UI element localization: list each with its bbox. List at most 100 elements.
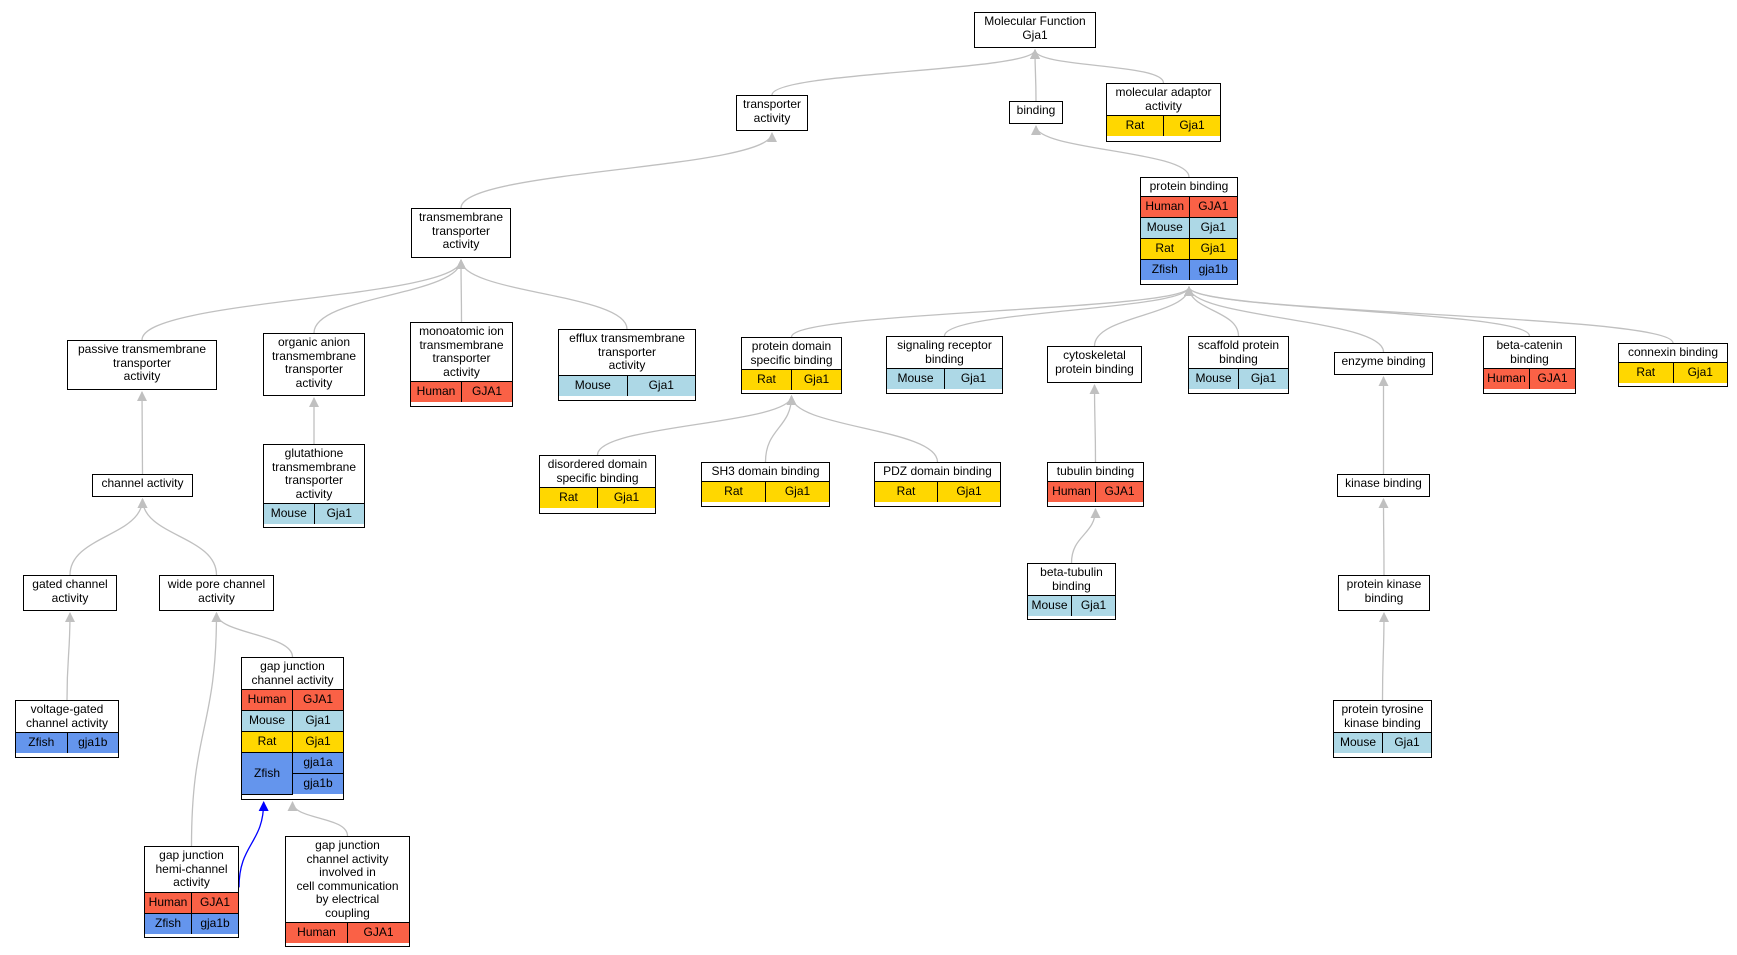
species-cell-mouse: Mouse — [887, 368, 945, 389]
term-node-monoatomic[interactable]: monoatomic ion transmembrane transporter… — [410, 322, 513, 407]
edge-disordered-to-domain — [596, 395, 797, 456]
term-node-cyto[interactable]: cytoskeletal protein binding — [1047, 346, 1142, 383]
edge-voltage-to-gated — [64, 612, 75, 701]
gene-cell[interactable]: Gja1 — [597, 487, 655, 508]
gene-cell[interactable]: Gja1 — [1382, 732, 1431, 753]
term-node-kinase[interactable]: kinase binding — [1337, 474, 1430, 497]
gene-cell[interactable]: Gja1 — [944, 368, 1002, 389]
gene-cell[interactable]: gja1b — [292, 773, 343, 794]
term-label: gap junction channel activity — [251, 659, 334, 687]
gene-cell[interactable]: GJA1 — [1529, 368, 1575, 389]
term-node-tm[interactable]: transmembrane transporter activity — [411, 208, 511, 258]
term-label: tubulin binding — [1056, 464, 1135, 478]
gene-cell[interactable]: Gja1 — [292, 731, 343, 753]
edge-binding-to-mf — [1030, 49, 1041, 102]
term-node-organic[interactable]: organic anion transmembrane transporter … — [263, 333, 365, 396]
gene-cell[interactable]: GJA1 — [292, 689, 343, 711]
gene-cell[interactable]: Gja1 — [1071, 595, 1115, 616]
gene-cell[interactable]: Gja1 — [1672, 361, 1727, 383]
term-node-glutathione[interactable]: glutathione transmembrane transporter ac… — [263, 444, 365, 528]
edge-betatub-to-tubulin — [1070, 508, 1101, 564]
term-node-passive[interactable]: passive transmembrane transporter activi… — [67, 340, 217, 390]
term-node-enzyme[interactable]: enzyme binding — [1334, 352, 1433, 375]
term-label: beta-catenin binding — [1496, 338, 1563, 366]
gene-cell[interactable]: gja1b — [1188, 258, 1237, 280]
gene-cell[interactable]: Gja1 — [1238, 368, 1288, 389]
term-label: passive transmembrane transporter activi… — [77, 342, 207, 383]
term-label: molecular adaptor activity — [1115, 85, 1212, 113]
gene-cell[interactable]: GJA1 — [1188, 195, 1237, 218]
term-node-electrical[interactable]: gap junction channel activity involved i… — [285, 836, 410, 947]
gene-cell[interactable]: Gja1 — [1163, 115, 1220, 136]
gene-cell[interactable]: Gja1 — [1188, 216, 1237, 239]
term-label: enzyme binding — [1341, 354, 1426, 368]
term-label: scaffold protein binding — [1197, 338, 1280, 366]
gene-cell[interactable]: Gja1 — [791, 369, 841, 390]
gene-cell[interactable]: GJA1 — [347, 922, 409, 943]
species-cell-mouse: Mouse — [264, 503, 315, 524]
gene-cell[interactable]: gja1b — [191, 912, 238, 934]
gene-cell[interactable]: gja1a — [292, 752, 343, 774]
term-node-transporter[interactable]: transporter activity — [736, 95, 808, 131]
term-node-widepore[interactable]: wide pore channel activity — [159, 575, 274, 611]
term-node-binding[interactable]: binding — [1009, 101, 1063, 124]
edge-signaling-to-protbind — [943, 286, 1194, 337]
gene-cell[interactable]: GJA1 — [461, 381, 512, 402]
gene-cell[interactable]: gja1b — [66, 732, 118, 753]
term-node-protkinase[interactable]: protein kinase binding — [1338, 575, 1430, 611]
term-label: SH3 domain binding — [711, 464, 820, 478]
edge-protbind-to-binding — [1031, 125, 1190, 178]
term-label: glutathione transmembrane transporter ac… — [271, 446, 357, 501]
gene-cell[interactable]: GJA1 — [191, 891, 238, 914]
gene-cell[interactable]: Gja1 — [1188, 237, 1237, 260]
gene-cell[interactable]: Gja1 — [937, 480, 1000, 502]
gene-cell[interactable]: Gja1 — [292, 710, 343, 732]
gene-cell[interactable]: Gja1 — [313, 503, 364, 524]
term-node-efflux[interactable]: efflux transmembrane transporter activit… — [558, 329, 696, 401]
species-cell-rat: Rat — [1107, 115, 1164, 136]
edge-pdz-to-domain — [786, 395, 939, 463]
term-node-gated[interactable]: gated channel activity — [23, 575, 117, 611]
species-cell-zfish: Zfish — [242, 752, 293, 795]
edge-hemi-to-gapjunction — [238, 801, 269, 888]
edge-widepore-to-channel — [137, 498, 218, 576]
term-node-mf[interactable]: Molecular Function Gja1 — [974, 12, 1096, 48]
gene-cell[interactable]: GJA1 — [1095, 480, 1143, 502]
term-node-channel[interactable]: channel activity — [92, 474, 193, 497]
gene-row: gja1b — [242, 773, 343, 794]
term-label: signaling receptor binding — [897, 338, 992, 366]
edge-organic-to-tm — [313, 259, 466, 334]
edge-enzyme-to-protbind — [1184, 286, 1385, 353]
gene-cell[interactable]: Gja1 — [765, 480, 829, 502]
gene-cell[interactable]: Gja1 — [626, 374, 695, 396]
